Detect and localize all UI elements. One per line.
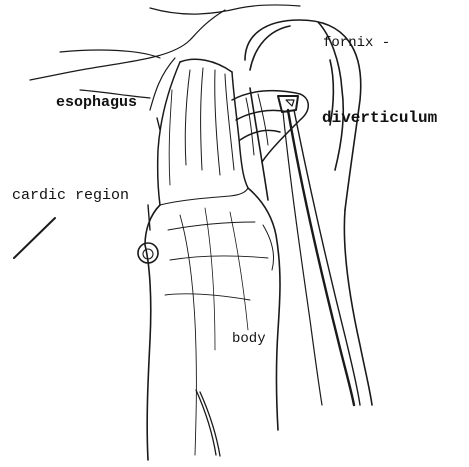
label-fornix: fornix - [323, 36, 390, 50]
esophagus-outline [158, 59, 248, 205]
label-diverticulum: diverticulum [322, 110, 437, 126]
label-body: body [232, 332, 266, 346]
stomach-body-outline [145, 188, 280, 460]
label-esophagus: esophagus [56, 95, 137, 110]
label-cardic-region: cardic region [12, 188, 129, 203]
